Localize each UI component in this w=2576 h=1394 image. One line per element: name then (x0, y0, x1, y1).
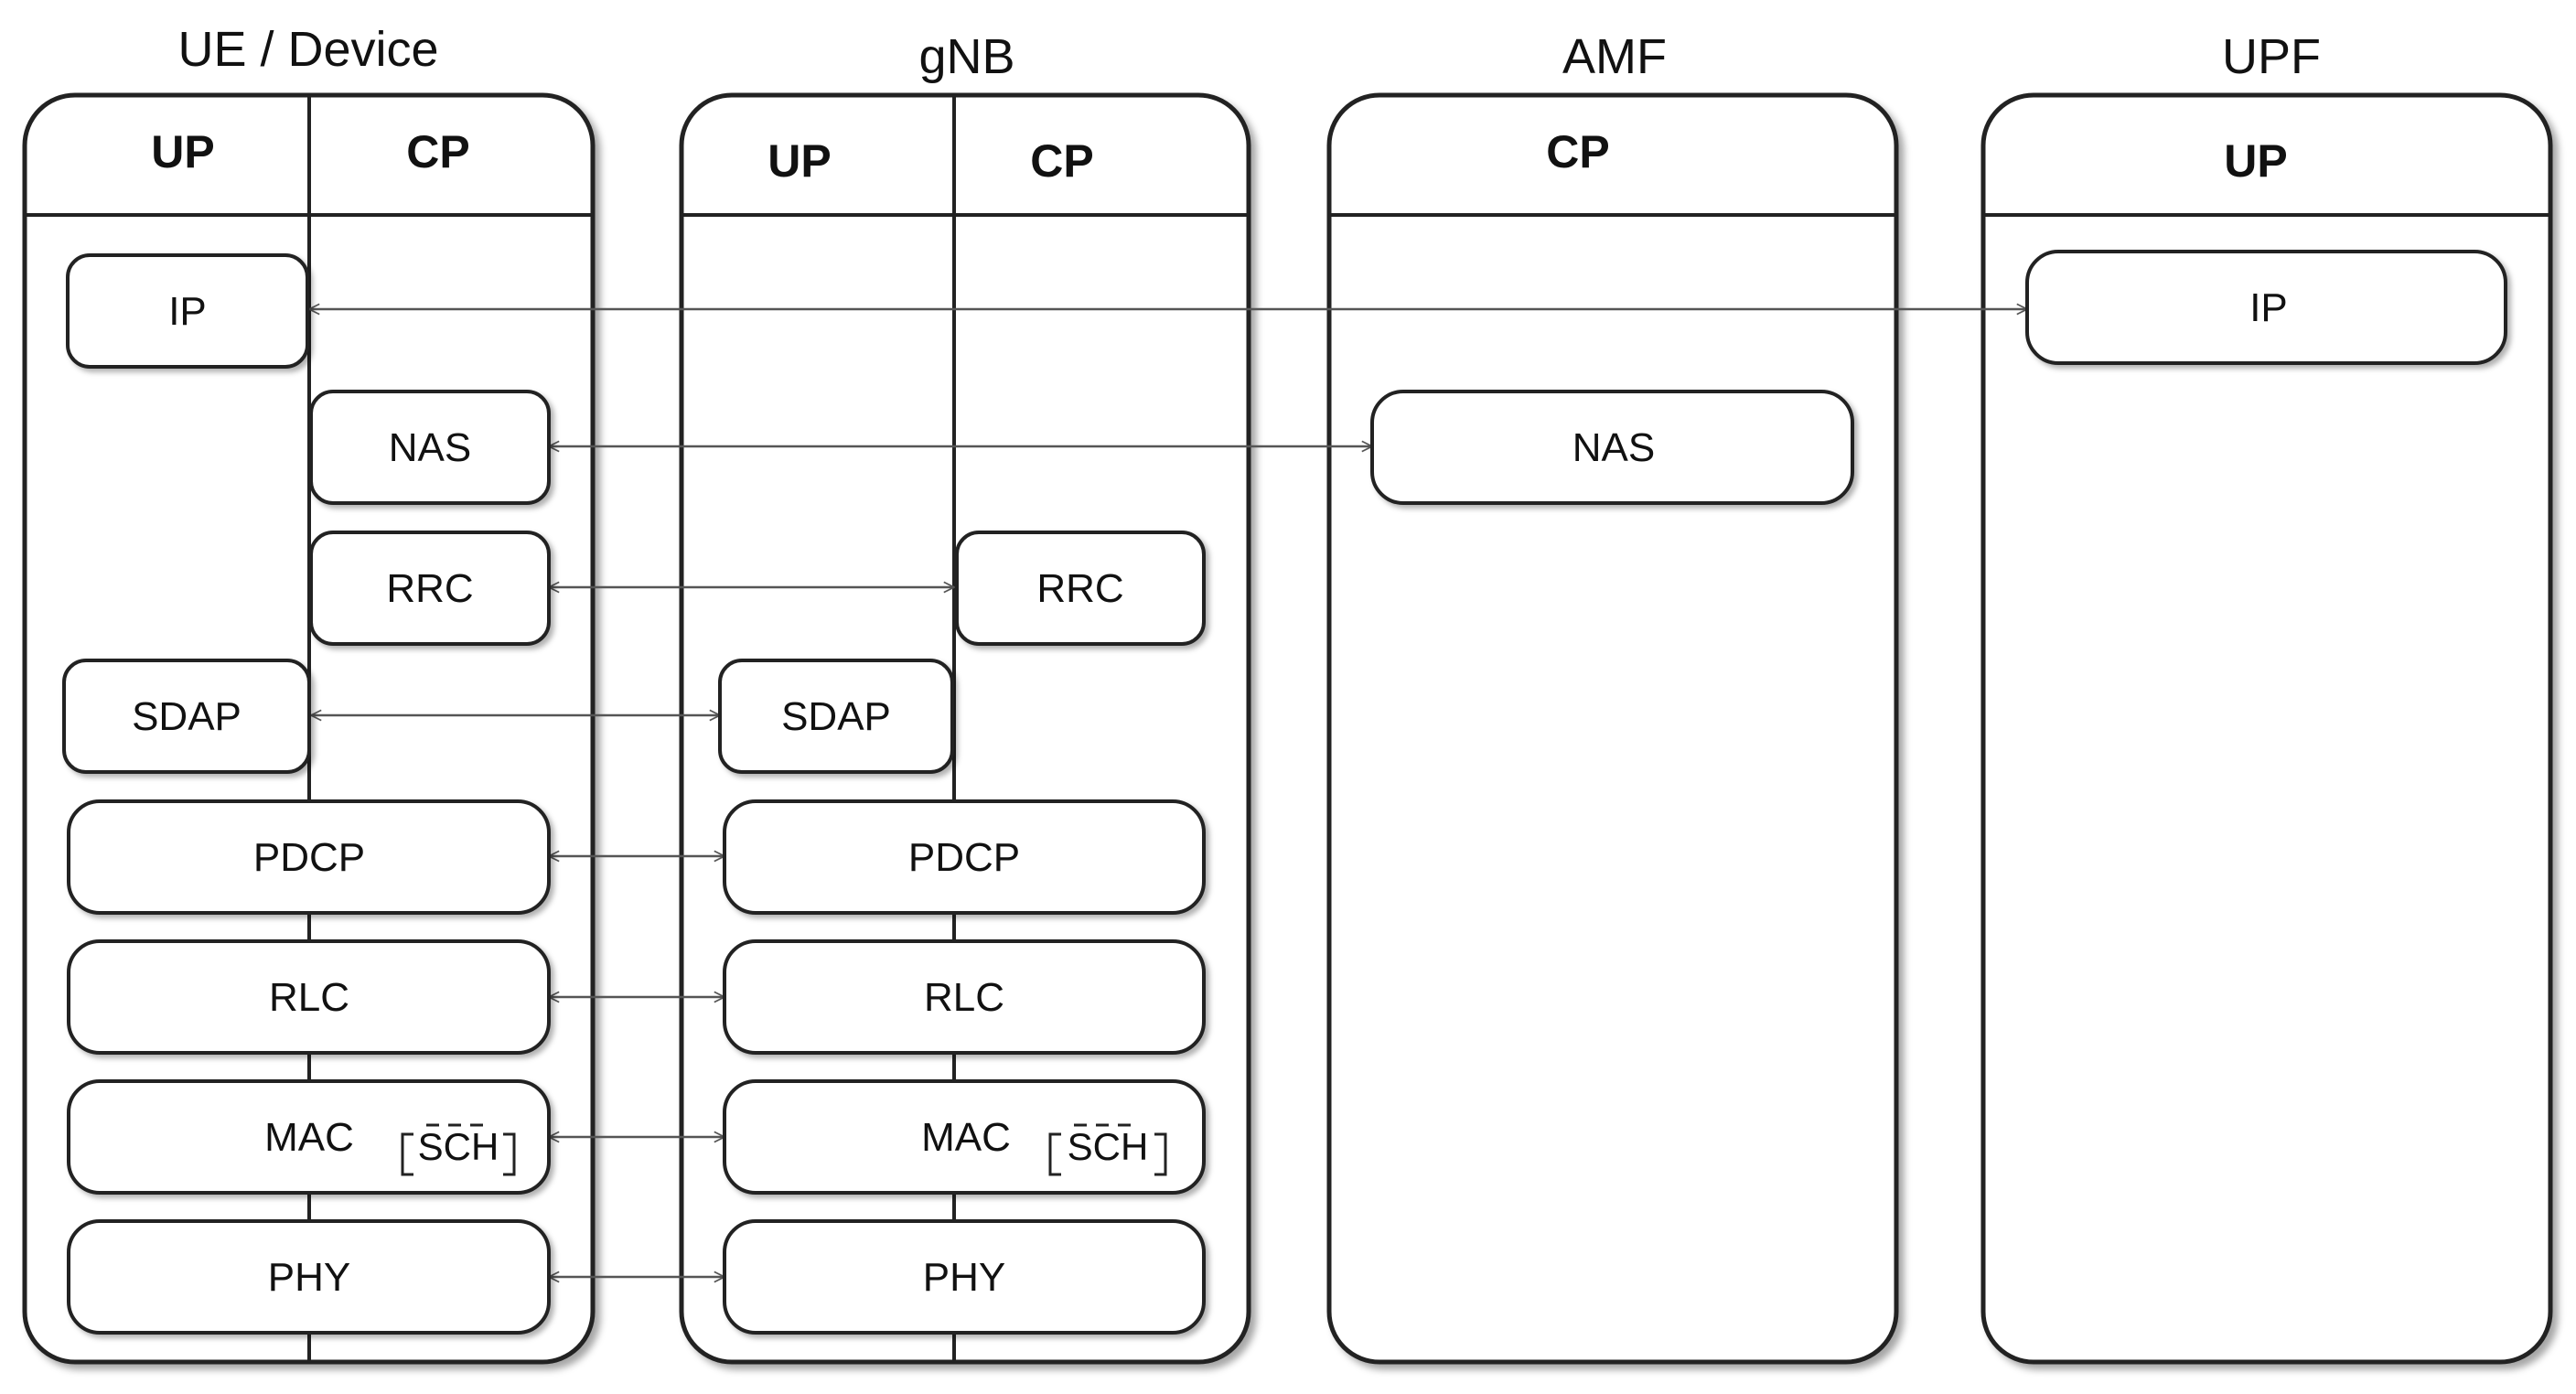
gnb-sdap-layer: SDAP (718, 659, 954, 774)
gnb-pdcp-layer: PDCP (723, 799, 1206, 915)
ue-phy-label: PHY (268, 1255, 350, 1300)
ue-pdcp-label: PDCP (253, 835, 365, 880)
upf-ip-layer: IP (2025, 250, 2507, 365)
gnb-sch-channel: SCH (1048, 1123, 1167, 1176)
ue-ip-layer: IP (66, 253, 309, 369)
gnb-rlc-label: RLC (924, 975, 1004, 1020)
ue-mac-label: MAC (264, 1115, 354, 1160)
amf-nas-layer: NAS (1370, 390, 1854, 505)
gnb-rlc-layer: RLC (723, 939, 1206, 1055)
ue-sch-channel: SCH (401, 1123, 516, 1176)
ue-sdap-label: SDAP (132, 694, 242, 739)
ue-ip-label: IP (168, 289, 207, 334)
ue-cp-header: CP (406, 126, 469, 177)
gnb-up-header: UP (767, 135, 831, 187)
ue-nas-label: NAS (389, 425, 471, 470)
gnb-sdap-label: SDAP (781, 694, 891, 739)
ue-rrc-label: RRC (386, 566, 473, 611)
gnb-mac-layer: MAC SCH (723, 1079, 1206, 1195)
upf-entity: UP (1980, 92, 2553, 1365)
ue-phy-layer: PHY (67, 1219, 551, 1335)
gnb-rrc-layer: RRC (955, 531, 1206, 646)
amf-entity: CP (1326, 92, 1899, 1365)
gnb-pdcp-label: PDCP (908, 835, 1020, 880)
amf-title: AMF (1562, 29, 1667, 84)
upf-up-header: UP (2224, 135, 2287, 187)
gnb-phy-label: PHY (923, 1255, 1005, 1300)
ue-nas-layer: NAS (309, 390, 551, 505)
gnb-phy-layer: PHY (723, 1219, 1206, 1335)
gnb-cp-header: CP (1030, 135, 1093, 187)
gnb-title: gNB (918, 29, 1014, 84)
ue-mac-layer: MAC SCH (67, 1079, 551, 1195)
peer-arrows (309, 309, 2027, 1277)
ue-pdcp-layer: PDCP (67, 799, 551, 915)
ue-rlc-label: RLC (269, 975, 349, 1020)
amf-cp-header: CP (1546, 126, 1609, 177)
amf-nas-label: NAS (1572, 425, 1655, 470)
gnb-rrc-label: RRC (1036, 566, 1123, 611)
ue-rlc-layer: RLC (67, 939, 551, 1055)
ue-sdap-layer: SDAP (62, 659, 311, 774)
upf-ip-label: IP (2249, 285, 2288, 330)
ue-rrc-layer: RRC (309, 531, 551, 646)
ue-sch-label: SCH (418, 1125, 499, 1168)
upf-title: UPF (2222, 29, 2321, 84)
gnb-sch-label: SCH (1068, 1125, 1149, 1168)
ue-title: UE / Device (177, 22, 438, 77)
ue-up-header: UP (151, 126, 214, 177)
gnb-mac-label: MAC (921, 1115, 1011, 1160)
